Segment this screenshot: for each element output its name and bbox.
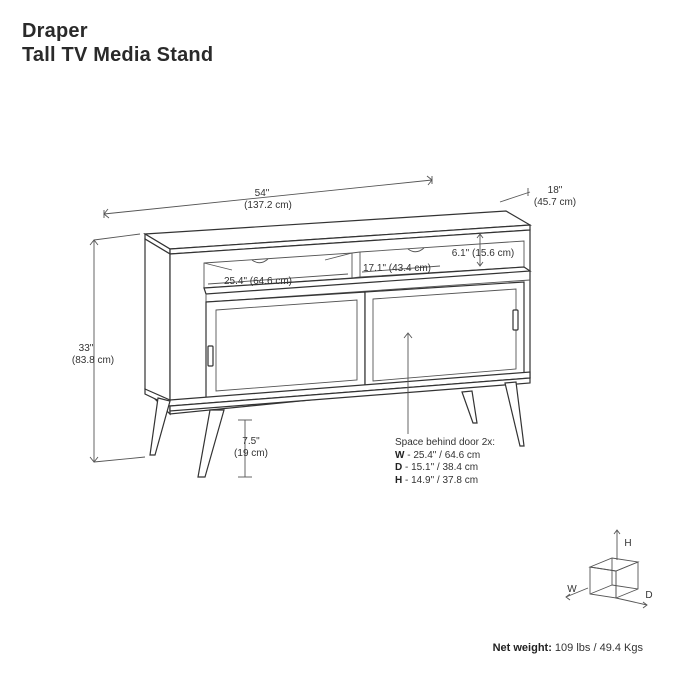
axis-label-h: H xyxy=(624,538,631,549)
front-right-leg xyxy=(504,381,525,447)
left-door-handle xyxy=(207,345,214,367)
cord-cutout-left xyxy=(251,258,269,264)
cubby-height: 6.1" (15.6 cm) xyxy=(452,248,514,259)
width-inches: 54" xyxy=(255,188,270,199)
net-weight-label: Net weight: xyxy=(492,642,552,654)
leg-height-cm: (19 cm) xyxy=(234,448,268,459)
net-weight: Net weight: 109 lbs / 49.4 Kgs xyxy=(493,642,643,654)
left-sliding-door xyxy=(205,291,366,401)
door-space-width: W - 25.4" / 64.6 cm xyxy=(395,449,481,461)
axis-legend-cube xyxy=(565,529,648,609)
net-weight-value: 109 lbs / 49.4 Kgs xyxy=(551,642,643,654)
back-right-leg xyxy=(461,390,478,424)
axis-label-w: W xyxy=(567,584,577,595)
right-door-handle xyxy=(512,309,519,331)
front-left-leg xyxy=(197,409,225,478)
door-space-heading: Space behind door 2x: xyxy=(395,437,496,448)
width-dimension-line xyxy=(103,179,433,215)
leg-height-inches: 7.5" xyxy=(242,436,260,447)
left-cubby-width: 25.4" (64.6 cm) xyxy=(224,276,292,287)
width-cm: (137.2 cm) xyxy=(244,200,292,211)
depth-dimension-line xyxy=(499,191,531,203)
axis-label-d: D xyxy=(645,590,652,601)
cord-cutout-right xyxy=(407,247,425,253)
height-cm: (83.8 cm) xyxy=(72,355,114,366)
door-space-note: Space behind door 2x: W - 25.4" / 64.6 c… xyxy=(395,437,495,487)
height-inches: 33" xyxy=(79,343,94,354)
depth-cm: (45.7 cm) xyxy=(534,197,576,208)
back-left-leg xyxy=(149,397,171,456)
door-space-depth: D - 15.1" / 38.4 cm xyxy=(395,462,479,473)
depth-inches: 18" xyxy=(548,185,563,196)
product-name-title: Tall TV Media Stand xyxy=(22,44,214,66)
middle-shelf xyxy=(203,266,532,295)
right-cubby-width: 17.1" (43.4 cm) xyxy=(363,263,431,274)
product-brand-title: Draper xyxy=(22,20,88,42)
door-space-height: H - 14.9" / 37.8 cm xyxy=(395,474,479,486)
left-side-panel xyxy=(144,237,171,416)
